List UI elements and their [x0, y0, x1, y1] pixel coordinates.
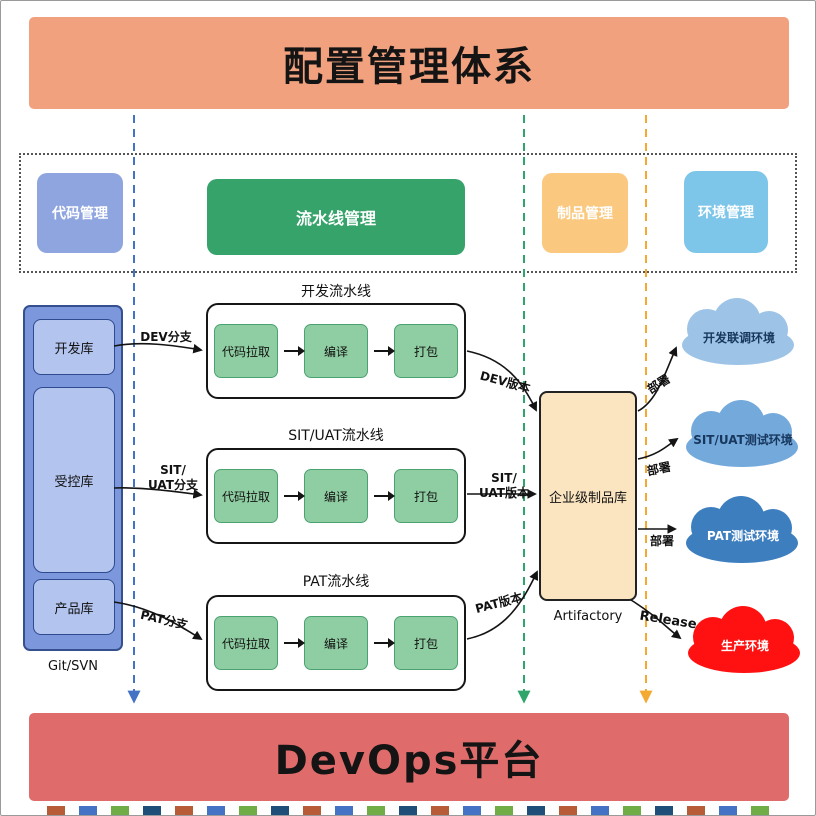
pipeline-situat-box: 代码拉取 编译 打包	[206, 448, 466, 544]
pipeline-pat-title: PAT流水线	[302, 574, 370, 590]
enterprise-artifact-repo: 企业级制品库	[539, 391, 637, 601]
step-package: 打包	[394, 469, 458, 523]
cloud-icon	[686, 496, 798, 563]
step-code-pull: 代码拉取	[214, 616, 278, 670]
legend-environment-management: 环境管理	[684, 171, 768, 253]
step-arrow-icon	[284, 638, 305, 648]
step-compile: 编译	[304, 616, 368, 670]
step-package: 打包	[394, 324, 458, 378]
pipeline-pat-box: 代码拉取 编译 打包	[206, 595, 466, 691]
pipeline-dev-title: 开发流水线	[301, 284, 371, 300]
arrow-deploy-situat-env	[637, 437, 679, 460]
step-arrow-icon	[284, 491, 305, 501]
legend-artifact-management: 制品管理	[542, 173, 628, 253]
label-situat-branch: SIT/ UAT分支	[148, 463, 198, 492]
env-cloud-production: 生产环境	[679, 605, 811, 677]
legend-code-management: 代码管理	[37, 173, 123, 253]
step-compile: 编译	[304, 324, 368, 378]
label-situat-version: SIT/ UAT版本	[479, 471, 529, 500]
cloud-icon	[688, 606, 800, 673]
repo-dev: 开发库	[33, 319, 115, 375]
repo-product: 产品库	[33, 579, 115, 635]
env-label-dev-integration: 开发联调环境	[702, 330, 775, 345]
git-svn-caption: Git/SVN	[47, 659, 99, 674]
step-package: 打包	[394, 616, 458, 670]
label-deploy-dev: 部署	[644, 371, 673, 397]
pipeline-dev-box: 代码拉取 编译 打包	[206, 303, 466, 399]
step-arrow-icon	[284, 346, 305, 356]
cloud-icon	[682, 298, 794, 365]
bottom-banner-title: DevOps平台	[29, 713, 789, 801]
step-code-pull: 代码拉取	[214, 469, 278, 523]
cloud-icon	[686, 400, 798, 467]
label-dev-version: DEV版本	[478, 368, 532, 396]
label-deploy-pat: 部署	[649, 534, 674, 548]
step-arrow-icon	[374, 491, 395, 501]
env-label-situat-test: SIT/UAT测试环境	[693, 432, 793, 447]
artifactory-caption: Artifactory	[553, 609, 623, 624]
pipeline-situat-title: SIT/UAT流水线	[288, 428, 384, 444]
env-cloud-pat-test: PAT测试环境	[677, 495, 809, 567]
top-banner-title: 配置管理体系	[29, 17, 789, 109]
label-deploy-situat: 部署	[645, 459, 673, 479]
step-code-pull: 代码拉取	[214, 324, 278, 378]
cloud-shape	[686, 400, 798, 467]
label-pat-version: PAT版本	[473, 590, 524, 617]
step-arrow-icon	[374, 638, 395, 648]
cloud-shape	[686, 496, 798, 563]
label-pat-branch: PAT分支	[139, 607, 190, 633]
step-compile: 编译	[304, 469, 368, 523]
bottom-cropped-strip	[47, 806, 769, 815]
step-arrow-icon	[374, 346, 395, 356]
label-dev-branch: DEV分支	[140, 330, 192, 344]
env-label-pat-test: PAT测试环境	[706, 528, 780, 543]
cloud-shape	[682, 298, 794, 365]
env-cloud-situat-test: SIT/UAT测试环境	[677, 399, 809, 471]
legend-pipeline-management: 流水线管理	[207, 179, 465, 255]
repo-controlled: 受控库	[33, 387, 115, 573]
env-cloud-dev-integration: 开发联调环境	[673, 297, 805, 369]
cloud-shape	[688, 606, 800, 673]
env-label-production: 生产环境	[720, 638, 769, 653]
